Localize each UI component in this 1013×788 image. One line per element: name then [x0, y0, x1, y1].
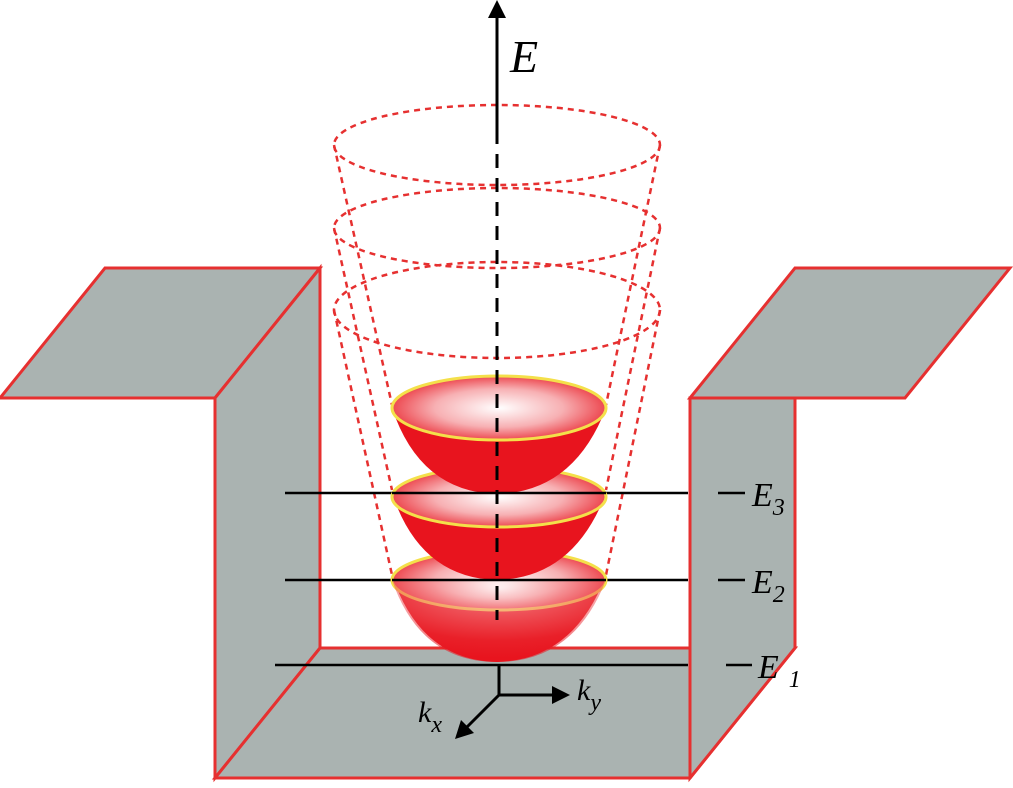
dashed-subbands	[332, 103, 662, 576]
dashed-cone-side	[332, 227, 394, 491]
dashed-cone-side	[332, 144, 394, 406]
dashed-cone-side	[604, 227, 662, 491]
energy-axis: E	[488, 0, 538, 620]
dashed-cone-side	[604, 309, 662, 576]
arrow-up-icon	[488, 0, 506, 18]
kx-label: kx	[418, 696, 442, 738]
right-top-ledge	[686, 266, 1013, 400]
quantum-well	[0, 263, 1013, 783]
arrow-right-icon	[552, 686, 570, 704]
bowl-middle	[390, 465, 608, 580]
level-line-overlays	[392, 491, 606, 582]
label-E2: E2	[751, 564, 785, 608]
arrow-down-left-icon	[455, 720, 474, 739]
energy-axis-label: E	[509, 31, 538, 82]
bowl-upper	[390, 374, 608, 494]
k-axes	[455, 665, 570, 739]
ky-label: ky	[577, 674, 601, 716]
bowl-lower	[390, 548, 608, 662]
subband-bowls	[390, 374, 608, 662]
dashed-cone-side	[332, 309, 394, 576]
kx-axis	[464, 693, 501, 730]
label-E3: E3	[751, 477, 785, 521]
dashed-cone-side	[604, 144, 662, 406]
